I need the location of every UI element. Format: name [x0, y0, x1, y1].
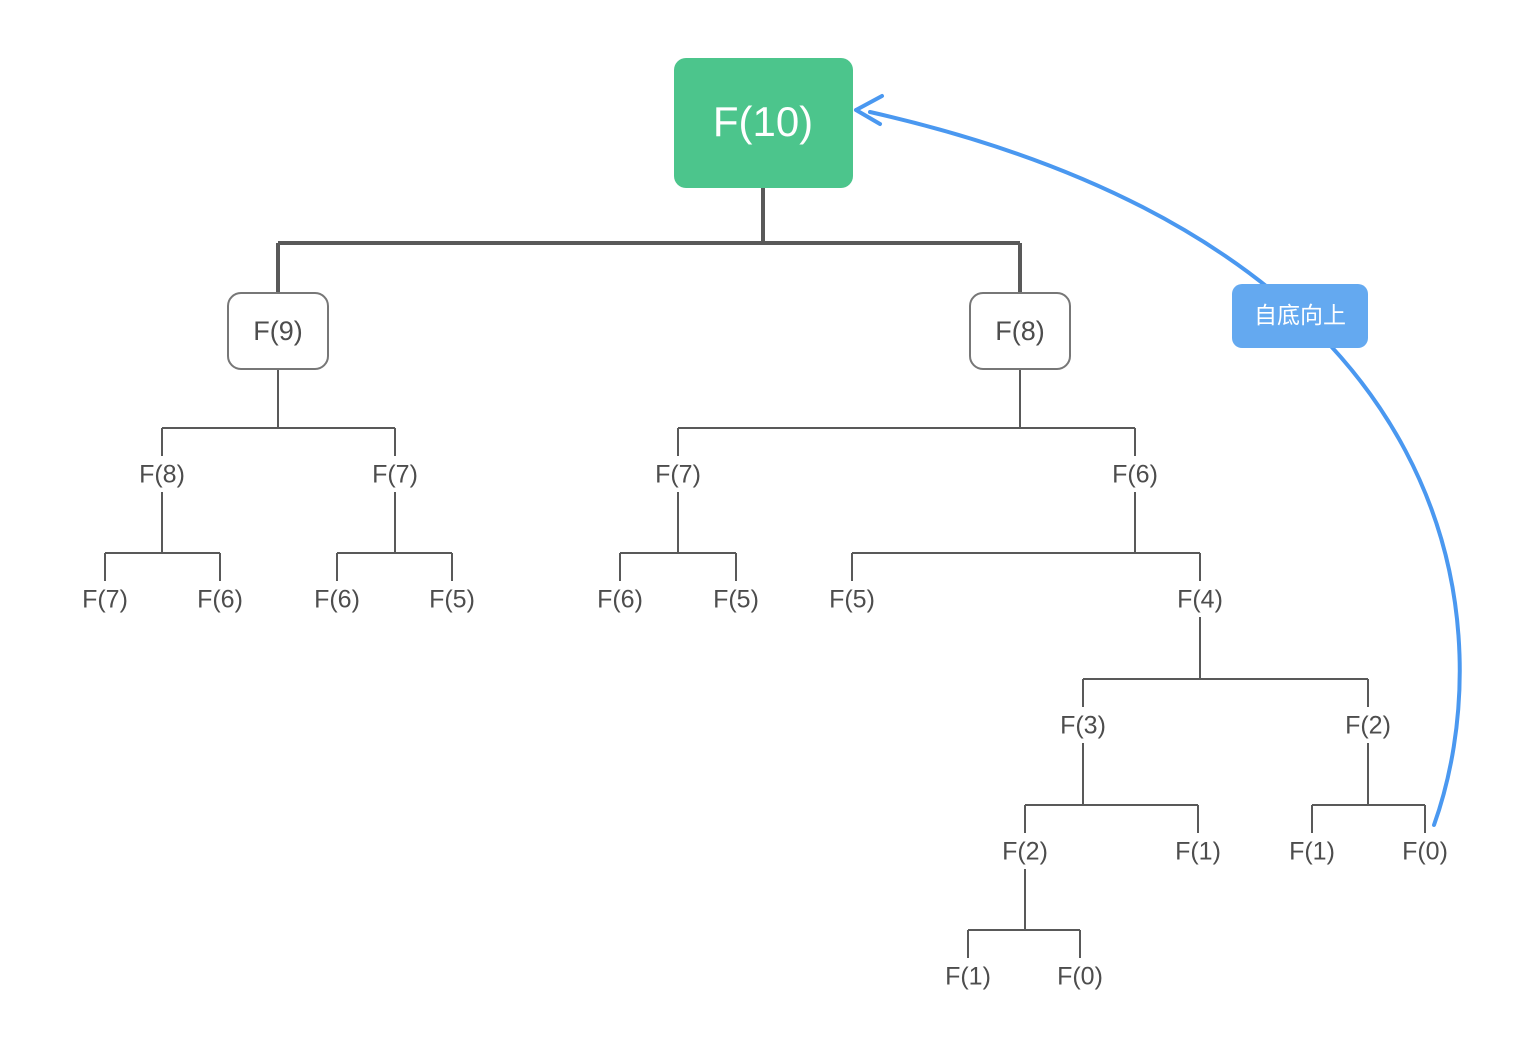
node-f9[interactable]: F(9) — [227, 292, 329, 370]
edge-group-level5-b — [1311, 743, 1426, 833]
annotation-badge-box — [1232, 284, 1368, 348]
bottom-up-curve — [868, 110, 1462, 827]
edge-group-level3-a — [104, 492, 221, 581]
node-l7-b[interactable]: F(0) — [1057, 963, 1103, 991]
edge-group-level3-b — [336, 492, 453, 581]
node-l4-g[interactable]: F(5) — [829, 586, 875, 614]
f8-node-box — [969, 292, 1071, 370]
edge-group-level2-left — [161, 370, 396, 456]
node-l4-b[interactable]: F(6) — [197, 586, 243, 614]
f9-node-label: F(9) — [253, 316, 303, 346]
node-l6-b[interactable]: F(1) — [1175, 838, 1221, 866]
edge-group-level2-right — [677, 370, 1136, 456]
bottom-up-annotation-badge[interactable]: 自底向上 — [1232, 284, 1368, 348]
f8-node-label: F(8) — [995, 316, 1045, 346]
node-l4-d[interactable]: F(5) — [429, 586, 475, 614]
root-node-box — [674, 58, 853, 188]
node-l3-c[interactable]: F(7) — [655, 461, 701, 489]
edge-group-level6-a — [967, 869, 1081, 958]
node-l3-d[interactable]: F(6) — [1112, 461, 1158, 489]
bottom-up-arrowhead-icon — [854, 94, 884, 126]
node-l4-c[interactable]: F(6) — [314, 586, 360, 614]
annotation-badge-label: 自底向上 — [1254, 302, 1346, 328]
root-node-label: F(10) — [713, 98, 813, 145]
node-l3-b[interactable]: F(7) — [372, 461, 418, 489]
node-l6-c[interactable]: F(1) — [1289, 838, 1335, 866]
node-l4-f[interactable]: F(5) — [713, 586, 759, 614]
node-l4-e[interactable]: F(6) — [597, 586, 643, 614]
edge-group-root — [276, 188, 1022, 292]
node-l6-a[interactable]: F(2) — [1002, 838, 1048, 866]
node-l4-h[interactable]: F(4) — [1177, 586, 1223, 614]
node-l5-b[interactable]: F(2) — [1345, 712, 1391, 740]
node-l7-a[interactable]: F(1) — [945, 963, 991, 991]
bottom-up-arrow-group — [854, 94, 1462, 827]
node-l3-a[interactable]: F(8) — [139, 461, 185, 489]
edge-group-level3-c — [619, 492, 737, 581]
f9-node-box — [227, 292, 329, 370]
node-l6-d[interactable]: F(0) — [1402, 838, 1448, 866]
edge-group-level3-d — [851, 492, 1201, 581]
node-l4-a[interactable]: F(7) — [82, 586, 128, 614]
edge-group-level4-h — [1082, 617, 1369, 707]
node-root-f10[interactable]: F(10) — [674, 58, 853, 188]
node-f8-level2[interactable]: F(8) — [969, 292, 1071, 370]
edge-group-level5-a — [1024, 743, 1199, 833]
node-l5-a[interactable]: F(3) — [1060, 712, 1106, 740]
